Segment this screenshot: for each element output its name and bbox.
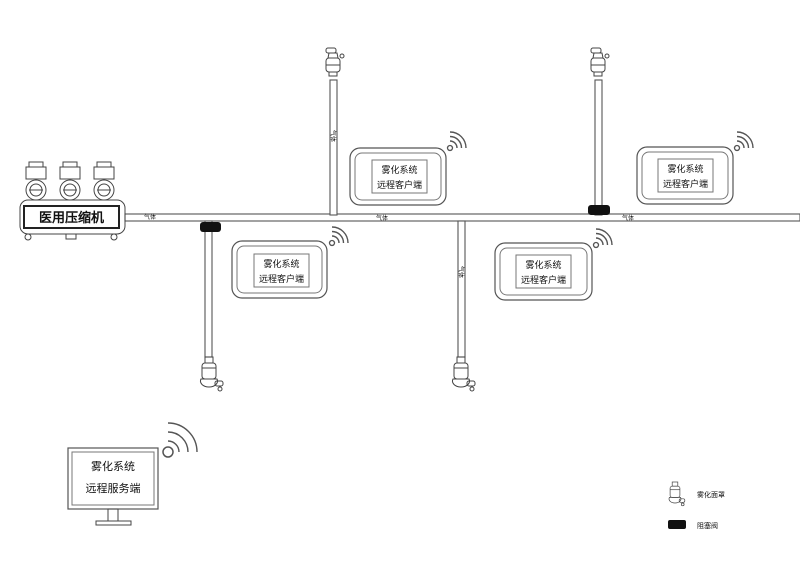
wifi-icon — [733, 131, 754, 152]
legend-mask: 雾化面罩 — [668, 481, 725, 507]
gas-label-3: 气体 — [622, 214, 634, 222]
gas-label-1: 气体 — [144, 213, 156, 221]
nebulizer-mask-1 — [199, 356, 224, 392]
client-terminal-1: 雾化系统 远程客户端 — [231, 226, 349, 299]
compressor-label: 医用压缩机 — [39, 210, 104, 226]
legend-valve: 阻塞阀 — [668, 520, 718, 530]
compressor-pump-3 — [93, 161, 115, 201]
medical-compressor: 医用压缩机 — [19, 161, 126, 241]
valve-legend-icon — [668, 520, 686, 529]
mask-legend-icon — [668, 481, 686, 507]
branch-pipe-2 — [329, 79, 338, 216]
gas-label-4: 气体 — [329, 130, 337, 142]
wifi-icon — [592, 228, 613, 249]
compressor-pump-2 — [59, 161, 81, 201]
branch-pipe-1 — [204, 220, 213, 358]
nebulizer-mask-2 — [325, 47, 345, 77]
client-terminal-3: 雾化系统 远程客户端 — [494, 228, 613, 301]
blocking-valve-1 — [200, 222, 221, 232]
gas-label-2: 气体 — [376, 214, 388, 222]
wifi-icon — [328, 226, 349, 247]
client-3-line2: 远程客户端 — [521, 274, 566, 286]
client-terminal-4: 雾化系统 远程客户端 — [636, 131, 754, 205]
client-1-line2: 远程客户端 — [259, 273, 304, 285]
client-1-line1: 雾化系统 — [263, 258, 299, 270]
blocking-valve-2 — [588, 205, 610, 215]
server-line2: 远程服务端 — [86, 482, 141, 495]
wifi-icon — [162, 422, 198, 458]
gas-labels: 气体 气体 气体 气体 气体 — [144, 130, 634, 278]
client-terminal-2: 雾化系统 远程客户端 — [349, 131, 467, 206]
legend-mask-label: 雾化面罩 — [697, 490, 725, 499]
client-4-line2: 远程客户端 — [663, 178, 708, 190]
gas-label-5: 气体 — [457, 266, 465, 278]
main-pipe — [124, 213, 800, 222]
client-3-line1: 雾化系统 — [525, 259, 561, 271]
legend-valve-label: 阻塞阀 — [697, 521, 718, 530]
client-4-line1: 雾化系统 — [667, 163, 703, 175]
legend: 雾化面罩 阻塞阀 — [668, 481, 725, 530]
client-2-line1: 雾化系统 — [381, 164, 417, 176]
client-2-line2: 远程客户端 — [377, 179, 422, 191]
server-monitor: 雾化系统 远程服务端 — [67, 447, 159, 526]
branch-pipe-4 — [594, 79, 603, 216]
gas-pipe-network — [124, 79, 800, 358]
branch-pipe-3 — [457, 220, 466, 358]
nebulizer-mask-3 — [451, 356, 476, 392]
server-line1: 雾化系统 — [91, 459, 135, 473]
compressor-pump-1 — [25, 161, 47, 201]
wifi-icon — [446, 131, 467, 152]
nebulizer-mask-4 — [590, 47, 610, 77]
